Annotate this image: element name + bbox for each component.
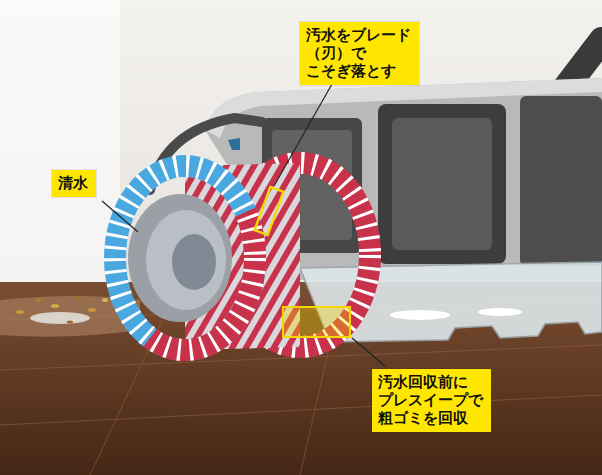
collected-dirt xyxy=(478,308,522,316)
roller-chevrons xyxy=(115,166,255,350)
presweep-highlight xyxy=(283,307,350,337)
tank-inner xyxy=(392,118,492,250)
tank xyxy=(520,96,602,266)
highlights xyxy=(255,187,350,337)
callout-text: 汚水回収前に プレスイープで 粗ゴミを回収 xyxy=(378,373,483,427)
leader-line xyxy=(352,338,385,366)
window-light xyxy=(0,0,120,290)
logo-mark xyxy=(228,138,240,150)
wood-floor xyxy=(0,282,602,475)
leader-lines xyxy=(102,70,385,366)
crumb xyxy=(102,298,108,302)
roller-core xyxy=(128,194,232,322)
debris xyxy=(16,297,108,325)
crumb xyxy=(16,310,24,314)
roller-front-clean xyxy=(115,166,255,350)
callout-box: 清水 xyxy=(52,170,96,197)
leader-line xyxy=(274,70,340,186)
leader-line xyxy=(102,201,138,232)
roller xyxy=(115,163,370,350)
crumb xyxy=(51,304,59,308)
callout-text: 汚水をブレード（刃）で こそぎ落とす xyxy=(306,26,411,80)
callout-box: 汚水回収前に プレスイープで 粗ゴミを回収 xyxy=(372,369,491,432)
crumb xyxy=(75,297,81,300)
collected-dirt xyxy=(390,310,450,320)
roller-axle xyxy=(172,234,216,290)
crumb xyxy=(35,298,41,302)
tank xyxy=(378,104,506,264)
blade-highlight xyxy=(255,187,284,235)
callout-text: 清水 xyxy=(58,174,88,192)
crumb xyxy=(88,308,96,312)
callout-box: 汚水をブレード（刃）で こそぎ落とす xyxy=(300,22,419,85)
floor-planks xyxy=(0,282,602,475)
crumb xyxy=(67,321,73,324)
roller-core-inner xyxy=(146,210,226,310)
water-puddle xyxy=(30,312,90,324)
